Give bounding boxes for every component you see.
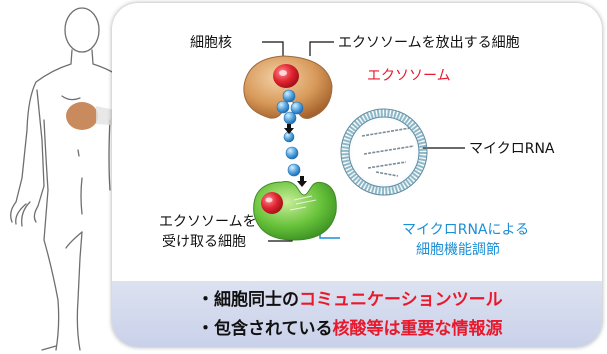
microrna-label: マイクロRNA <box>469 141 555 157</box>
receiving-cell-label-line1: エクソソームを <box>159 214 257 230</box>
summary-line-1-highlight: コミュニケーションツール <box>299 290 503 310</box>
receiving-nucleus <box>261 192 283 214</box>
releasing-cell-label: エクソソームを放出する細胞 <box>338 35 520 51</box>
summary-line-1: ・細胞同士のコミュニケーションツール <box>197 289 503 311</box>
regulation-label-line2: 細胞機能調節 <box>416 242 500 258</box>
summary-line-2-prefix: ・包含されている <box>197 319 333 339</box>
zoom-callout-membrane <box>341 109 427 195</box>
summary-line-2-highlight: 核酸等は重要な情報源 <box>332 319 503 339</box>
nucleus-leader <box>262 41 284 60</box>
summary-band <box>112 281 602 347</box>
transfer-arrows <box>284 124 307 187</box>
releasing-nucleus <box>273 64 299 88</box>
summary-line-1-prefix: ・細胞同士の <box>197 290 299 310</box>
microrna-strands <box>361 127 415 177</box>
exosome-vesicles <box>276 89 304 177</box>
releasing-cell-leader <box>309 41 334 56</box>
nucleus-label: 細胞核 <box>190 35 232 51</box>
receiving-cell-label-line2: 受け取る細胞 <box>162 234 246 250</box>
regulation-label-line1: マイクロRNAによる <box>402 222 530 238</box>
exosome-label: エクソソーム <box>367 68 451 84</box>
organ-marker <box>66 102 98 130</box>
summary-line-2: ・包含されている核酸等は重要な情報源 <box>197 318 503 340</box>
